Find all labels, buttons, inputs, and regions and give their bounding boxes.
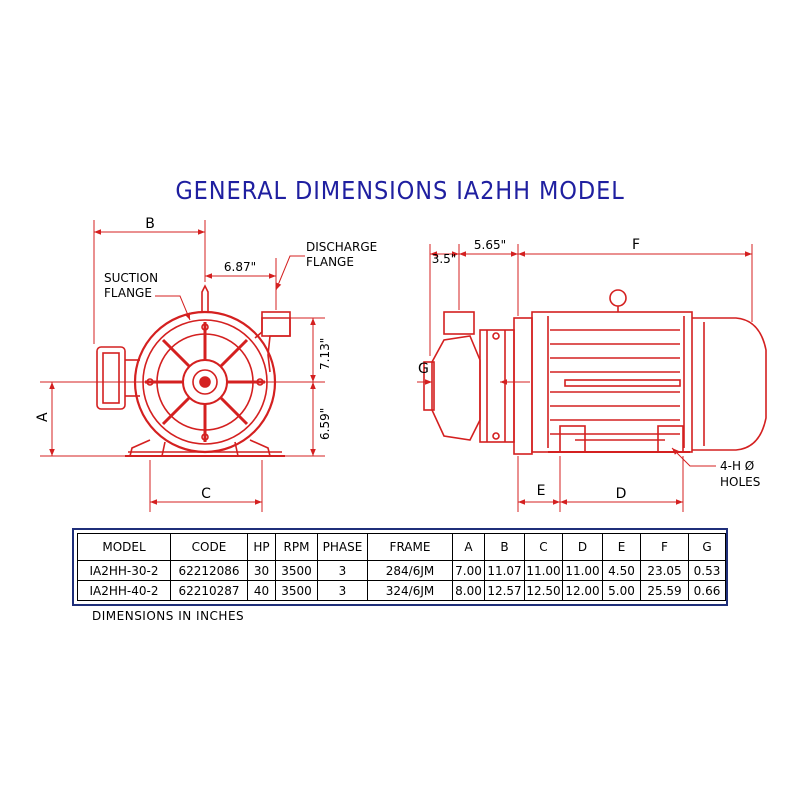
cell-hp: 30	[247, 560, 276, 581]
suction-flange-label-2: FLANGE	[104, 286, 152, 300]
header-g: G	[688, 533, 726, 561]
cell-b: 12.57	[484, 580, 525, 601]
holes-label-2: HOLES	[720, 475, 760, 489]
side-view	[417, 244, 767, 512]
cell-e: 5.00	[602, 580, 641, 601]
header-d: D	[562, 533, 603, 561]
cell-f: 23.05	[640, 560, 689, 581]
header-a: A	[452, 533, 485, 561]
cell-rpm: 3500	[275, 560, 318, 581]
cell-frame: 284/6JM	[367, 560, 453, 581]
dimensions-note: DIMENSIONS IN INCHES	[92, 609, 245, 623]
cell-rpm: 3500	[275, 580, 318, 601]
header-f: F	[640, 533, 689, 561]
header-frame: FRAME	[367, 533, 453, 561]
cell-code: 62212086	[170, 560, 248, 581]
cell-e: 4.50	[602, 560, 641, 581]
label-b: B	[145, 216, 155, 232]
header-e: E	[602, 533, 641, 561]
spec-table: MODEL CODE HP RPM PHASE FRAME A B C D E …	[72, 528, 728, 606]
header-rpm: RPM	[275, 533, 318, 561]
label-a: A	[35, 412, 51, 422]
cell-phase: 3	[317, 560, 368, 581]
cell-phase: 3	[317, 580, 368, 601]
cell-d: 12.00	[562, 580, 603, 601]
table-row: IA2HH-30-2 62212086 30 3500 3 284/6JM 7.…	[77, 560, 726, 581]
dim-6-59: 6.59"	[318, 408, 332, 440]
label-c: C	[201, 486, 211, 502]
table-row: IA2HH-40-2 62210287 40 3500 3 324/6JM 8.…	[77, 580, 726, 601]
label-d: D	[616, 486, 627, 502]
dim-5-65: 5.65"	[474, 238, 506, 252]
cell-d: 11.00	[562, 560, 603, 581]
motor-body	[531, 289, 767, 453]
header-c: C	[524, 533, 563, 561]
header-hp: HP	[247, 533, 276, 561]
label-g: G	[418, 361, 429, 377]
cell-f: 25.59	[640, 580, 689, 601]
cell-a: 7.00	[452, 560, 485, 581]
cell-frame: 324/6JM	[367, 580, 453, 601]
cell-hp: 40	[247, 580, 276, 601]
pump-casing	[125, 284, 291, 457]
cell-model: IA2HH-40-2	[77, 580, 171, 601]
pump-head	[423, 311, 533, 455]
front-view	[40, 220, 325, 512]
label-e: E	[537, 483, 546, 499]
page-title: GENERAL DIMENSIONS IA2HH MODEL	[175, 176, 625, 205]
header-b: B	[484, 533, 525, 561]
cell-c: 11.00	[524, 560, 563, 581]
front-dimension-lines	[40, 220, 325, 512]
side-dimension-lines	[417, 244, 753, 512]
header-model: MODEL	[77, 533, 171, 561]
table-header-row: MODEL CODE HP RPM PHASE FRAME A B C D E …	[77, 533, 726, 561]
cell-g: 0.53	[688, 560, 726, 581]
discharge-flange-label-2: FLANGE	[306, 255, 354, 269]
header-code: CODE	[170, 533, 248, 561]
dim-7-13: 7.13"	[318, 338, 332, 370]
cell-a: 8.00	[452, 580, 485, 601]
cell-code: 62210287	[170, 580, 248, 601]
suction-flange-label-1: SUCTION	[104, 271, 158, 285]
cell-model: IA2HH-30-2	[77, 560, 171, 581]
suction-flange-shape	[96, 346, 140, 410]
holes-label-1: 4-H Ø	[720, 459, 754, 473]
dim-3-5: 3.5"	[432, 252, 457, 266]
discharge-flange-label-1: DISCHARGE	[306, 240, 377, 254]
dim-6-87: 6.87"	[224, 260, 256, 274]
cell-b: 11.07	[484, 560, 525, 581]
label-f: F	[632, 237, 640, 253]
cell-c: 12.50	[524, 580, 563, 601]
header-phase: PHASE	[317, 533, 368, 561]
cell-g: 0.66	[688, 580, 726, 601]
